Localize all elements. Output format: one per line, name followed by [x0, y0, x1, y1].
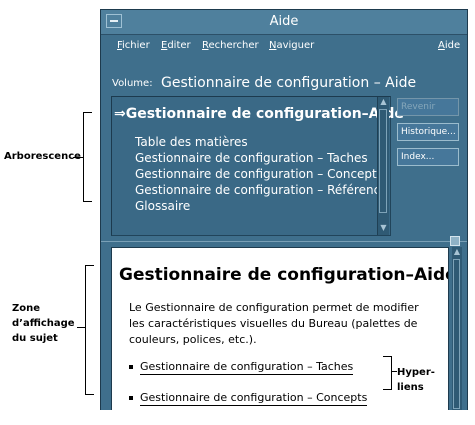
tree-item[interactable]: Table des matières [135, 135, 248, 149]
topic-paragraph: Le Gestionnaire de configuration permet … [129, 301, 419, 346]
window-menu-button[interactable] [106, 14, 122, 28]
bullet-icon [129, 396, 133, 400]
tree-item[interactable]: Gestionnaire de configuration – Concepts [135, 167, 384, 181]
bullet-icon [129, 365, 133, 369]
annotation-hyper-2: liens [397, 382, 424, 393]
scroll-up-icon[interactable]: ▲ [453, 247, 461, 256]
annotation-tree: Arborescence [4, 151, 81, 162]
topic-scrollbar[interactable]: ▲ [452, 247, 462, 412]
tree-item[interactable]: Gestionnaire de configuration – Référenc… [135, 183, 388, 197]
scroll-thumb[interactable] [379, 109, 387, 213]
annotation-topic-1: Zone [12, 303, 41, 314]
hyperlink-item: Gestionnaire de configuration – Taches [129, 360, 354, 375]
annotation-tree-line [73, 157, 83, 158]
menu-bar: Fichier Editer Rechercher Naviguer Aide [101, 35, 467, 57]
tree-item[interactable]: Glossaire [135, 199, 191, 213]
annotation-topic-line [77, 327, 85, 328]
annotation-tree-bracket [83, 112, 92, 202]
history-button[interactable]: Historique... [397, 123, 459, 141]
menu-editer[interactable]: Editer [161, 40, 191, 51]
torn-edge [100, 410, 468, 425]
tree-item[interactable]: Gestionnaire de configuration – Taches [135, 151, 368, 165]
menu-fichier[interactable]: Fichier [117, 40, 150, 51]
scroll-up-icon[interactable]: ▲ [380, 97, 387, 106]
annotation-topic-bracket [85, 265, 94, 395]
help-window: Aide Fichier Editer Rechercher Naviguer … [100, 9, 468, 425]
annotation-hyper-line [391, 371, 397, 372]
topic-display: Gestionnaire de configuration–Aide Le Ge… [111, 247, 449, 420]
volume-row: Volume: Gestionnaire de configuration – … [101, 68, 467, 94]
tree-scrollbar[interactable]: ▲ ▼ [377, 97, 389, 235]
annotation-hyper-1: Hyper- [397, 367, 435, 378]
window-title: Aide [269, 14, 299, 29]
back-button[interactable]: Revenir [397, 98, 459, 116]
index-button[interactable]: Index... [397, 148, 459, 166]
scroll-thumb[interactable] [453, 259, 460, 409]
volume-label: Volume: [112, 78, 153, 89]
hyperlink-concepts[interactable]: Gestionnaire de configuration – Concepts [140, 391, 368, 406]
menu-rechercher[interactable]: Rechercher [202, 40, 259, 51]
topic-tree: ⇒Gestionnaire de configuration–Aide Tabl… [111, 96, 404, 236]
tree-current-topic[interactable]: ⇒Gestionnaire de configuration–Aide [114, 106, 404, 122]
hyperlink-taches[interactable]: Gestionnaire de configuration – Taches [140, 360, 354, 375]
pane-divider [101, 241, 467, 248]
annotation-topic-2: d’affichage [12, 318, 75, 329]
annotation-topic-3: du sujet [12, 333, 58, 344]
title-bar[interactable]: Aide [101, 10, 467, 35]
pane-sash-handle[interactable] [450, 236, 460, 246]
topic-heading: Gestionnaire de configuration–Aide [119, 265, 449, 285]
volume-value: Gestionnaire de configuration – Aide [161, 75, 417, 91]
hyperlink-item: Gestionnaire de configuration – Concepts [129, 391, 368, 406]
annotation-hyper-bracket [383, 356, 392, 390]
menu-aide[interactable]: Aide [438, 40, 461, 51]
menu-naviguer[interactable]: Naviguer [269, 40, 315, 51]
scroll-down-icon[interactable]: ▼ [380, 223, 387, 232]
